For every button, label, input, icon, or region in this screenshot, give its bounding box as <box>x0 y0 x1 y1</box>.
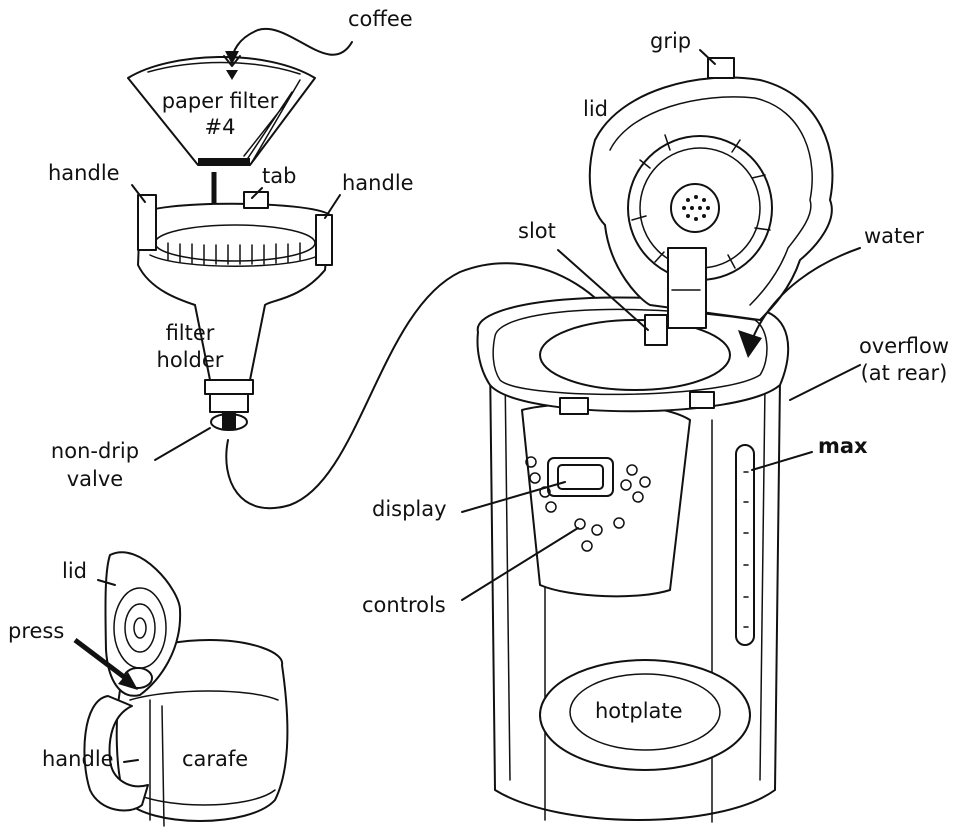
leader-slot <box>557 249 649 331</box>
label-handle-left: handle <box>48 161 120 185</box>
water-arrow <box>751 247 861 341</box>
press-arrow <box>73 638 130 682</box>
label-overflow: overflow <box>858 334 950 358</box>
label-display: display <box>372 497 447 521</box>
label-slot: slot <box>518 219 556 243</box>
label-hotplate: hotplate <box>595 699 683 723</box>
water-arrow-head <box>738 330 762 358</box>
leader-grip <box>699 49 716 65</box>
leader-handle-left <box>131 184 146 203</box>
filter-holder <box>137 191 333 431</box>
holder-to-reservoir-curve <box>225 262 646 510</box>
label-paper-filter: paper filter <box>161 89 279 113</box>
label-coffee: coffee <box>348 7 413 31</box>
leader-overflow <box>789 364 861 401</box>
label-carafe: carafe <box>182 747 249 771</box>
leader-tab <box>251 187 263 199</box>
leader-carafe-lid <box>97 579 116 586</box>
coffee-pointer <box>223 27 353 80</box>
leader-carafe-handle <box>123 759 139 763</box>
label-tab: tab <box>262 164 297 188</box>
label-holder: holder <box>156 348 224 372</box>
label-controls: controls <box>362 593 446 617</box>
leader-controls <box>461 527 579 601</box>
label-filter: filter <box>165 321 215 345</box>
press-arrow-head <box>118 672 138 690</box>
leader-handle-right <box>324 194 341 219</box>
leader-max <box>751 451 813 471</box>
reservoir-lid <box>588 57 834 329</box>
label-handle-right: handle <box>342 171 414 195</box>
label-non-drip: non-drip <box>50 439 140 463</box>
label-carafe-lid: lid <box>62 559 87 583</box>
label-lid-top: lid <box>583 97 608 121</box>
label-carafe-handle: handle <box>42 747 114 771</box>
label-valve: valve <box>66 467 124 491</box>
label-press: press <box>8 619 65 643</box>
label-water: water <box>864 224 924 248</box>
coffee-maker-body <box>476 296 790 823</box>
label-at-rear: (at rear) <box>860 361 948 385</box>
leader-valve <box>154 427 211 461</box>
label-grip: grip <box>650 29 692 53</box>
carafe <box>83 551 289 827</box>
leader-display <box>461 481 566 513</box>
label-filter-number: #4 <box>204 115 236 139</box>
label-max: max <box>818 434 868 458</box>
